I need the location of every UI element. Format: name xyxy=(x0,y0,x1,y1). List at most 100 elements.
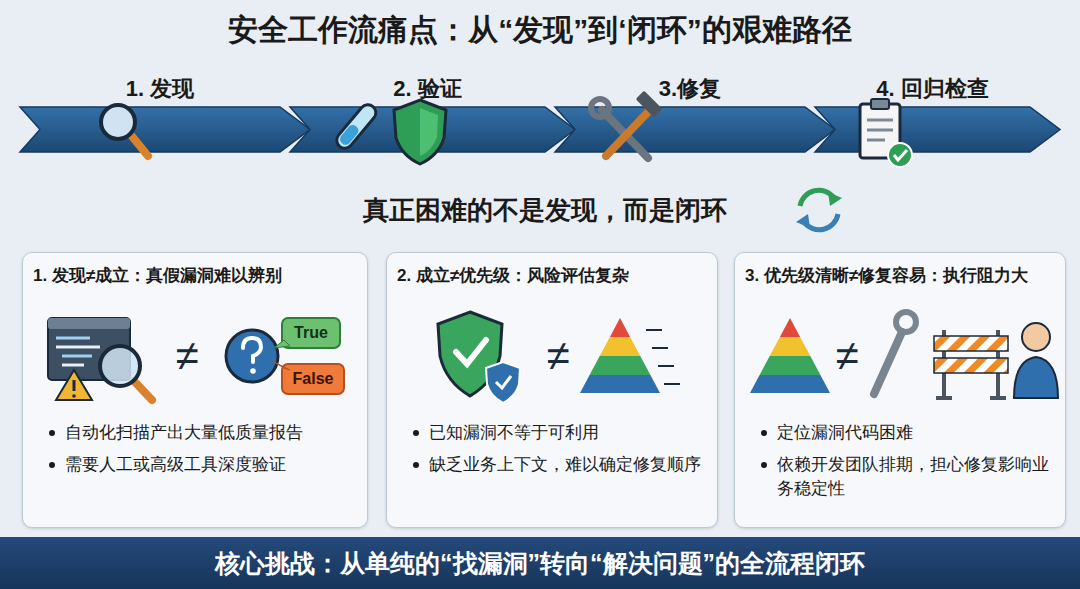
bullet-item: 自动化扫描产出大量低质量报告 xyxy=(49,421,355,445)
test-tube-icon xyxy=(333,101,379,151)
bullet-dot xyxy=(49,462,55,468)
chevron-outline xyxy=(290,107,575,152)
priority-pyramid-icon-part xyxy=(780,318,800,337)
barrier-icon-part xyxy=(936,396,952,400)
bullet-text: 已知漏洞不等于可利用 xyxy=(429,421,705,445)
bullet-item: 依赖开发团队排期，担心修复影响业务稳定性 xyxy=(761,453,1053,501)
barrier-icon-part xyxy=(990,396,1006,400)
chevron-shape xyxy=(20,107,310,152)
not-equal-sign: ≠ xyxy=(546,332,569,380)
bullet-item: 定位漏洞代码困难 xyxy=(761,421,1053,445)
magnifier-icon-part xyxy=(131,135,148,156)
step-label: 3.修复 xyxy=(555,74,825,104)
not-equal-sign: ≠ xyxy=(175,332,198,380)
question-icon-part xyxy=(250,368,256,374)
code-window-icon-part xyxy=(56,337,90,340)
step-label: 2. 验证 xyxy=(290,74,565,104)
magnifier-icon-part xyxy=(101,105,135,139)
pain-point-panel: 1. 发现≠成立：真假漏洞难以辨别自动化扫描产出大量低质量报告需要人工或高级工具… xyxy=(22,252,368,528)
small-shield-icon-part xyxy=(486,362,520,403)
cycle-icon xyxy=(796,190,842,229)
step-arrow: 4. 回归检查 xyxy=(815,70,1060,152)
shield-check-icon xyxy=(438,312,502,396)
priority-pyramid-icon-part xyxy=(750,375,830,393)
pain-point-panel: 2. 成立≠优先级：风险评估复杂已知漏洞不等于可利用缺乏业务上下文，难以确定修复… xyxy=(386,252,718,528)
panel-heading: 1. 发现≠成立：真假漏洞难以辨别 xyxy=(33,265,359,287)
code-window-icon-part xyxy=(62,355,92,358)
magnifier-icon xyxy=(100,346,152,400)
chevron-outline xyxy=(20,107,310,152)
bullet-dot xyxy=(761,430,767,436)
person-icon-part xyxy=(1022,323,1050,351)
clipboard-icon-part xyxy=(867,139,885,142)
shield-icon-part xyxy=(420,108,438,156)
question-icon-part xyxy=(243,338,261,362)
small-shield-icon xyxy=(486,362,520,403)
magnifier-icon-part xyxy=(134,381,152,400)
pain-point-panel: 3. 优先级清晰≠修复容易：执行阻力大定位漏洞代码困难依赖开发团队排期，担心修复… xyxy=(734,252,1066,528)
false-label: False xyxy=(293,370,334,388)
test-tube-icon-part xyxy=(333,101,379,151)
small-shield-icon-part xyxy=(496,376,511,388)
tools-icon-part xyxy=(602,110,648,158)
cycle-icon-part xyxy=(796,214,810,228)
risk-pyramid-icon-part xyxy=(610,318,630,337)
chevron-shape xyxy=(555,107,835,152)
risk-pyramid-icon-part xyxy=(646,329,662,331)
priority-pyramid-icon-part xyxy=(760,356,821,375)
step-arrow: 3.修复 xyxy=(555,70,835,152)
risk-pyramid-icon xyxy=(580,318,680,393)
risk-pyramid-icon-part xyxy=(590,356,651,375)
barrier-icon-part xyxy=(934,336,1008,351)
barrier-icon-part xyxy=(934,358,1008,373)
bullet-dot xyxy=(413,430,419,436)
chevron-shape xyxy=(815,107,1060,152)
clipboard-icon-part xyxy=(888,143,912,167)
magnifier-icon xyxy=(101,105,148,156)
step-label: 4. 回归检查 xyxy=(815,74,1050,104)
step-label: 1. 发现 xyxy=(20,74,300,104)
subtitle: 真正困难的不是发现，而是闭环 xyxy=(363,193,727,228)
bullet-list: 自动化扫描产出大量低质量报告需要人工或高级工具深度验证 xyxy=(49,421,355,485)
wrench-icon-part xyxy=(874,332,902,394)
question-icon xyxy=(226,330,278,382)
shield-check-icon-part xyxy=(456,340,486,364)
wrench-icon-part xyxy=(896,312,916,332)
false-bubble-part xyxy=(282,364,344,394)
chevron-shape xyxy=(290,107,575,152)
barrier-icon-part xyxy=(996,330,1000,398)
warning-icon-part xyxy=(73,380,76,391)
cycle-icon-part xyxy=(800,190,834,206)
warning-icon xyxy=(56,370,92,400)
summary-band: 核心挑战：从单纯的“找漏洞”转向“解决问题”的全流程闭环 xyxy=(0,537,1080,589)
risk-pyramid-icon-part xyxy=(600,337,641,356)
barrier-icon-part xyxy=(942,330,946,398)
bullet-list: 已知漏洞不等于可利用缺乏业务上下文，难以确定修复顺序 xyxy=(413,421,705,485)
person-icon-part xyxy=(1014,357,1058,398)
shield-icon xyxy=(394,100,446,164)
tools-icon xyxy=(591,91,662,158)
bullet-dot xyxy=(761,462,767,468)
warning-icon-part xyxy=(72,394,76,398)
chevron-outline xyxy=(555,107,835,152)
cycle-icon-part xyxy=(828,192,842,206)
step-arrow: 2. 验证 xyxy=(290,70,575,152)
true-label: True xyxy=(294,324,328,342)
tools-icon-part xyxy=(606,112,648,156)
bullet-dot xyxy=(49,430,55,436)
code-window-icon xyxy=(48,318,130,380)
true-bubble-part xyxy=(282,318,340,348)
code-window-icon-part xyxy=(56,346,100,349)
code-window-icon-part xyxy=(48,318,130,329)
shield-check-icon-part xyxy=(438,312,502,396)
code-window-icon-part xyxy=(48,318,130,380)
bullet-text: 自动化扫描产出大量低质量报告 xyxy=(65,421,355,445)
wrench-icon xyxy=(874,312,916,394)
bullet-text: 定位漏洞代码困难 xyxy=(777,421,1053,445)
clipboard-icon-part xyxy=(894,150,907,160)
true-bubble-part xyxy=(274,340,290,348)
bullet-item: 已知漏洞不等于可利用 xyxy=(413,421,705,445)
panel-heading: 2. 成立≠优先级：风险评估复杂 xyxy=(397,265,709,287)
